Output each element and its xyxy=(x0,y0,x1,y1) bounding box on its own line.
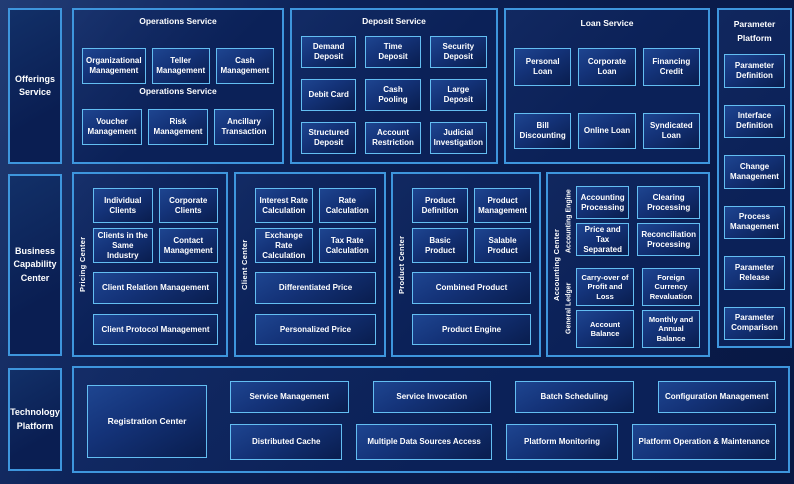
operations-service-subtitle: Operations Service xyxy=(139,86,217,96)
deposit-grid: Demand Deposit Time Deposit Security Dep… xyxy=(292,36,496,154)
side-label-general-ledger: General Ledger xyxy=(565,282,573,334)
panel-loan-service: Loan Service Personal Loan Corporate Loa… xyxy=(504,8,710,164)
panel-pricing: Client Center Interest Rate Calculation … xyxy=(234,172,386,357)
box-contact-management: Contact Management xyxy=(158,228,218,263)
box-teller-management: Teller Management xyxy=(151,48,210,84)
box-interest-rate-calculation: Interest Rate Calculation xyxy=(255,188,313,223)
box-price-and-tax-separated: Price and Tax Separated xyxy=(576,223,630,256)
general-ledger-group: General Ledger Carry-over of Profit and … xyxy=(562,268,700,348)
box-tax-rate-calculation: Tax Rate Calculation xyxy=(318,228,376,263)
accounting-panel-content: Accounting Engine Accounting Processing … xyxy=(562,174,708,348)
panel-accounting-center: Accounting Center Accounting Engine Acco… xyxy=(546,172,710,357)
box-interface-definition: Interface Definition xyxy=(724,104,785,139)
box-distributed-cache: Distributed Cache xyxy=(230,424,343,460)
loan-row-2: Bill Discounting Online Loan Syndicated … xyxy=(506,113,708,149)
box-accounting-processing: Accounting Processing xyxy=(576,186,630,219)
product-panel-content: Product Definition Product Management Ba… xyxy=(410,174,539,345)
operations-row-2: Voucher Management Risk Management Ancil… xyxy=(74,109,282,145)
box-platform-operation-maintenance: Platform Operation & Maintenance xyxy=(632,424,776,460)
box-individual-clients: Individual Clients xyxy=(93,188,153,223)
box-voucher-management: Voucher Management xyxy=(82,109,142,145)
box-debit-card: Debit Card xyxy=(301,79,357,111)
box-online-loan: Online Loan xyxy=(578,113,636,149)
box-personal-loan: Personal Loan xyxy=(514,48,572,86)
box-basic-product: Basic Product xyxy=(412,228,469,263)
side-label-accounting-engine: Accounting Engine xyxy=(565,189,573,253)
box-syndicated-loan: Syndicated Loan xyxy=(642,113,700,149)
box-salable-product: Salable Product xyxy=(474,228,531,263)
box-parameter-release: Parameter Release xyxy=(724,256,785,290)
loan-row-1: Personal Loan Corporate Loan Financing C… xyxy=(506,48,708,86)
parameter-platform-title: Parameter Platform xyxy=(733,19,776,43)
box-clients-same-industry: Clients in the Same Industry xyxy=(93,228,153,263)
box-registration-center: Registration Center xyxy=(87,385,207,458)
box-process-management: Process Management xyxy=(724,205,785,240)
panel-operations-service: Operations Service Organizational Manage… xyxy=(72,8,284,164)
box-client-protocol-management: Client Protocol Management xyxy=(93,314,218,345)
box-risk-management: Risk Management xyxy=(148,109,208,145)
panel-product-center: Product Center Product Definition Produc… xyxy=(391,172,541,357)
panel-deposit-service: Deposit Service Demand Deposit Time Depo… xyxy=(290,8,498,164)
side-label-pricing-center: Pricing Center xyxy=(78,236,87,293)
box-large-deposit: Large Deposit xyxy=(429,79,487,111)
box-multiple-data-sources-access: Multiple Data Sources Access xyxy=(356,424,492,460)
client-panel-content: Individual Clients Corporate Clients Cli… xyxy=(91,174,226,345)
box-judicial-investigation: Judicial Investigation xyxy=(429,122,487,154)
box-personalized-price: Personalized Price xyxy=(255,314,376,345)
box-foreign-currency-revaluation: Foreign Currency Revaluation xyxy=(642,268,700,306)
box-corporate-loan: Corporate Loan xyxy=(578,48,636,86)
box-platform-monitoring: Platform Monitoring xyxy=(505,424,619,460)
box-product-definition: Product Definition xyxy=(412,188,469,223)
box-rate-calculation: Rate Calculation xyxy=(318,188,376,223)
section-label-business-capability-center: Business Capability Center xyxy=(8,174,62,356)
box-corporate-clients: Corporate Clients xyxy=(158,188,218,223)
box-differentiated-price: Differentiated Price xyxy=(255,272,376,304)
side-label-client-center: Client Center xyxy=(240,239,249,290)
loan-service-title: Loan Service xyxy=(580,18,634,28)
box-financing-credit: Financing Credit xyxy=(642,48,700,86)
box-demand-deposit: Demand Deposit xyxy=(301,36,357,68)
box-reconciliation-processing: Reconciliation Processing xyxy=(637,223,700,256)
box-change-management: Change Management xyxy=(724,155,785,189)
pricing-panel-content: Interest Rate Calculation Rate Calculati… xyxy=(253,174,384,345)
operations-service-title: Operations Service xyxy=(139,16,217,26)
section-label-offerings-service: Offerings Service xyxy=(8,8,62,164)
box-bill-discounting: Bill Discounting xyxy=(514,113,572,149)
box-product-management: Product Management xyxy=(474,188,531,223)
operations-row-1: Organizational Management Teller Managem… xyxy=(74,48,282,84)
box-time-deposit: Time Deposit xyxy=(365,36,421,68)
box-batch-scheduling: Batch Scheduling xyxy=(515,381,634,413)
panel-parameter-platform: Parameter Platform Parameter Definition … xyxy=(717,8,792,348)
box-ancillary-transaction: Ancillary Transaction xyxy=(214,109,274,145)
box-cash-management: Cash Management xyxy=(215,48,274,84)
panel-technology-platform: Registration Center Service Management S… xyxy=(72,366,790,473)
box-configuration-management: Configuration Management xyxy=(657,381,776,413)
technology-grid: Service Management Service Invocation Ba… xyxy=(224,368,788,460)
box-structured-deposit: Structured Deposit xyxy=(301,122,357,154)
box-cash-pooling: Cash Pooling xyxy=(365,79,421,111)
box-clearing-processing: Clearing Processing xyxy=(637,186,700,219)
box-organizational-management: Organizational Management xyxy=(82,48,146,84)
box-account-restriction: Account Restriction xyxy=(365,122,421,154)
box-parameter-definition: Parameter Definition xyxy=(724,54,785,88)
side-label-product-center: Product Center xyxy=(397,235,406,294)
box-product-engine: Product Engine xyxy=(412,314,531,345)
panel-client-management: Pricing Center Individual Clients Corpor… xyxy=(72,172,228,357)
box-security-deposit: Security Deposit xyxy=(429,36,487,68)
box-monthly-annual-balance: Monthly and Annual Balance xyxy=(642,310,700,348)
accounting-engine-group: Accounting Engine Accounting Processing … xyxy=(562,186,700,256)
deposit-service-title: Deposit Service xyxy=(362,16,426,26)
box-service-invocation: Service Invocation xyxy=(372,381,491,413)
box-service-management: Service Management xyxy=(230,381,349,413)
box-exchange-rate-calculation: Exchange Rate Calculation xyxy=(255,228,313,263)
box-carry-over-profit-loss: Carry-over of Profit and Loss xyxy=(576,268,634,306)
section-label-technology-platform: Technology Platform xyxy=(8,368,62,471)
box-parameter-comparison: Parameter Comparison xyxy=(724,306,785,340)
box-client-relation-management: Client Relation Management xyxy=(93,272,218,304)
box-account-balance: Account Balance xyxy=(576,310,634,348)
box-combined-product: Combined Product xyxy=(412,272,531,304)
